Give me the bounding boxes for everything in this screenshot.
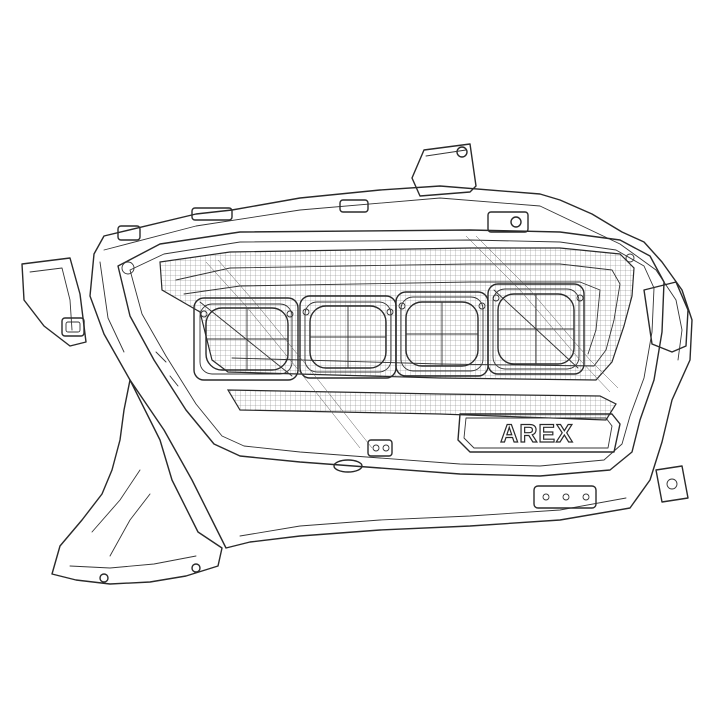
left-mount-bracket [21, 257, 87, 347]
inner-bezel [117, 229, 665, 477]
logo-text: AREX [500, 420, 573, 448]
housing-clips [117, 199, 635, 509]
top-mount-tab [411, 143, 477, 197]
projector-module-4 [487, 283, 585, 375]
outer-housing [89, 185, 693, 549]
projector-module-2 [299, 295, 397, 379]
drl-light-bar [159, 247, 635, 381]
lower-drl-bar [226, 389, 617, 421]
lens-reflection-lines [205, 235, 619, 449]
logo-badge: AREX [457, 413, 621, 453]
bottom-mount-bracket [51, 379, 223, 585]
projector-module-1 [193, 297, 299, 381]
right-connector [643, 281, 689, 503]
